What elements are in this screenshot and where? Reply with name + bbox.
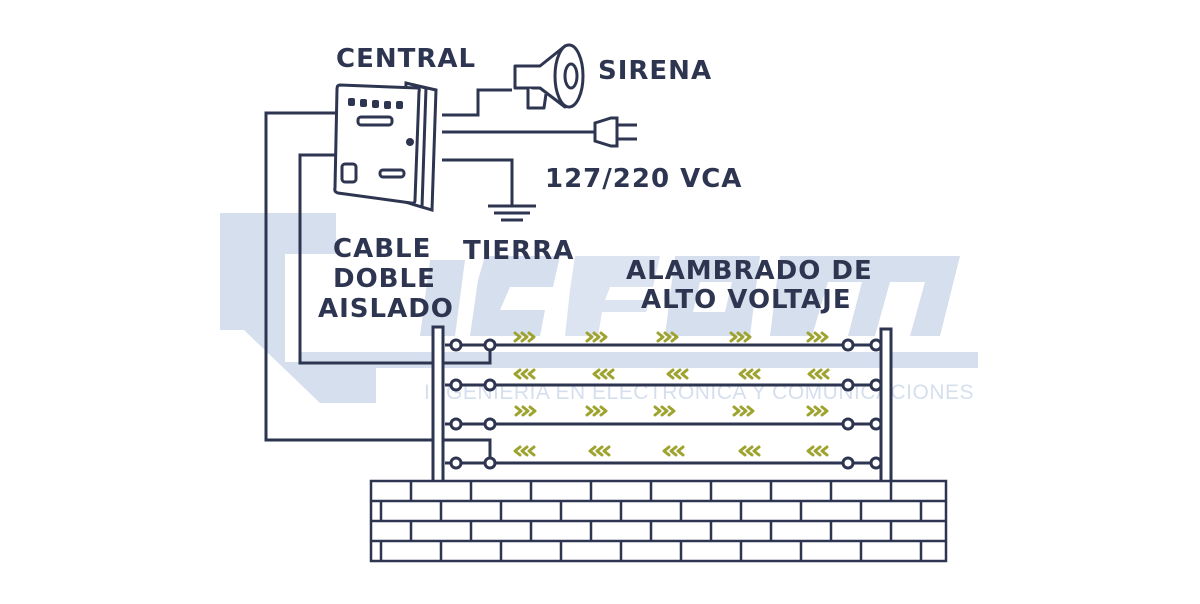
watermark-tagline: INGENIERIA EN ELECTRONICA Y COMUNICACION… bbox=[424, 381, 974, 404]
label-fence-line2: ALTO VOLTAJE bbox=[641, 285, 852, 315]
label-fence-line1: ALAMBRADO DE bbox=[626, 256, 873, 286]
label-sirena: SIRENA bbox=[598, 56, 713, 86]
label-cable-line1: CABLE bbox=[333, 234, 432, 264]
ground-icon bbox=[488, 204, 536, 222]
control-unit-icon bbox=[333, 81, 438, 212]
current-arrows bbox=[513, 331, 830, 457]
plug-icon bbox=[585, 116, 637, 148]
label-tierra: TIERRA bbox=[463, 236, 575, 266]
brick-wall bbox=[369, 479, 948, 563]
wiring bbox=[264, 88, 585, 462]
label-cable-line2: DOBLE bbox=[333, 264, 436, 294]
label-central: CENTRAL bbox=[336, 44, 477, 74]
megaphone-icon bbox=[513, 43, 585, 110]
label-power: 127/220 VCA bbox=[545, 164, 743, 194]
fence-wires bbox=[445, 343, 885, 465]
label-cable-line3: AISLADO bbox=[318, 294, 454, 324]
